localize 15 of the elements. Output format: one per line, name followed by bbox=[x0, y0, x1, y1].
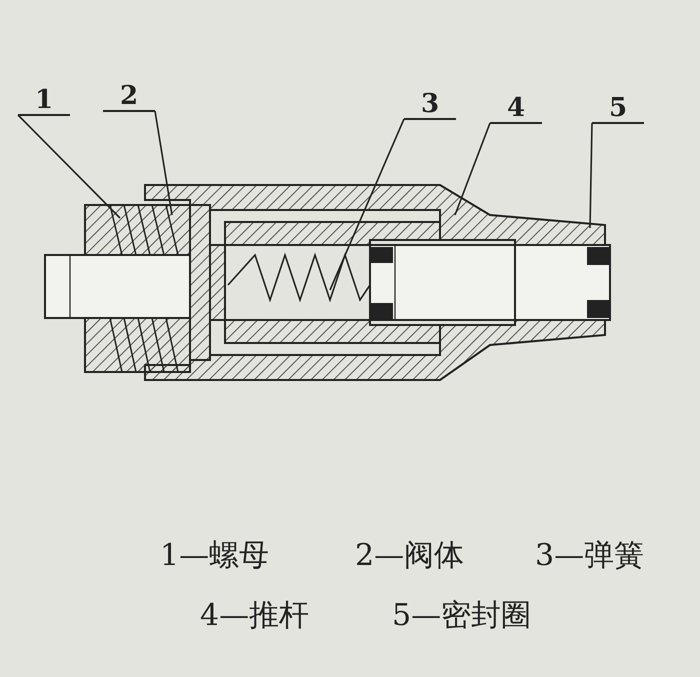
part-label: 2—阀体 bbox=[355, 537, 464, 575]
leader-line bbox=[329, 118, 405, 290]
part-label: 3—弹簧 bbox=[535, 537, 644, 575]
part-label: 4—推杆 bbox=[200, 597, 310, 635]
leader-line bbox=[154, 110, 173, 216]
leader-line bbox=[454, 122, 491, 216]
callout-number: 5 bbox=[592, 94, 644, 124]
callout-number: 4 bbox=[490, 94, 542, 124]
part-label: 1—螺母 bbox=[160, 537, 270, 575]
part-label: 5—密封圈 bbox=[392, 597, 532, 635]
leader-line bbox=[589, 122, 593, 228]
callout-number: 1 bbox=[18, 86, 70, 116]
callout-number: 2 bbox=[103, 82, 155, 112]
leader-line bbox=[17, 114, 121, 219]
callout-number: 3 bbox=[404, 90, 456, 120]
